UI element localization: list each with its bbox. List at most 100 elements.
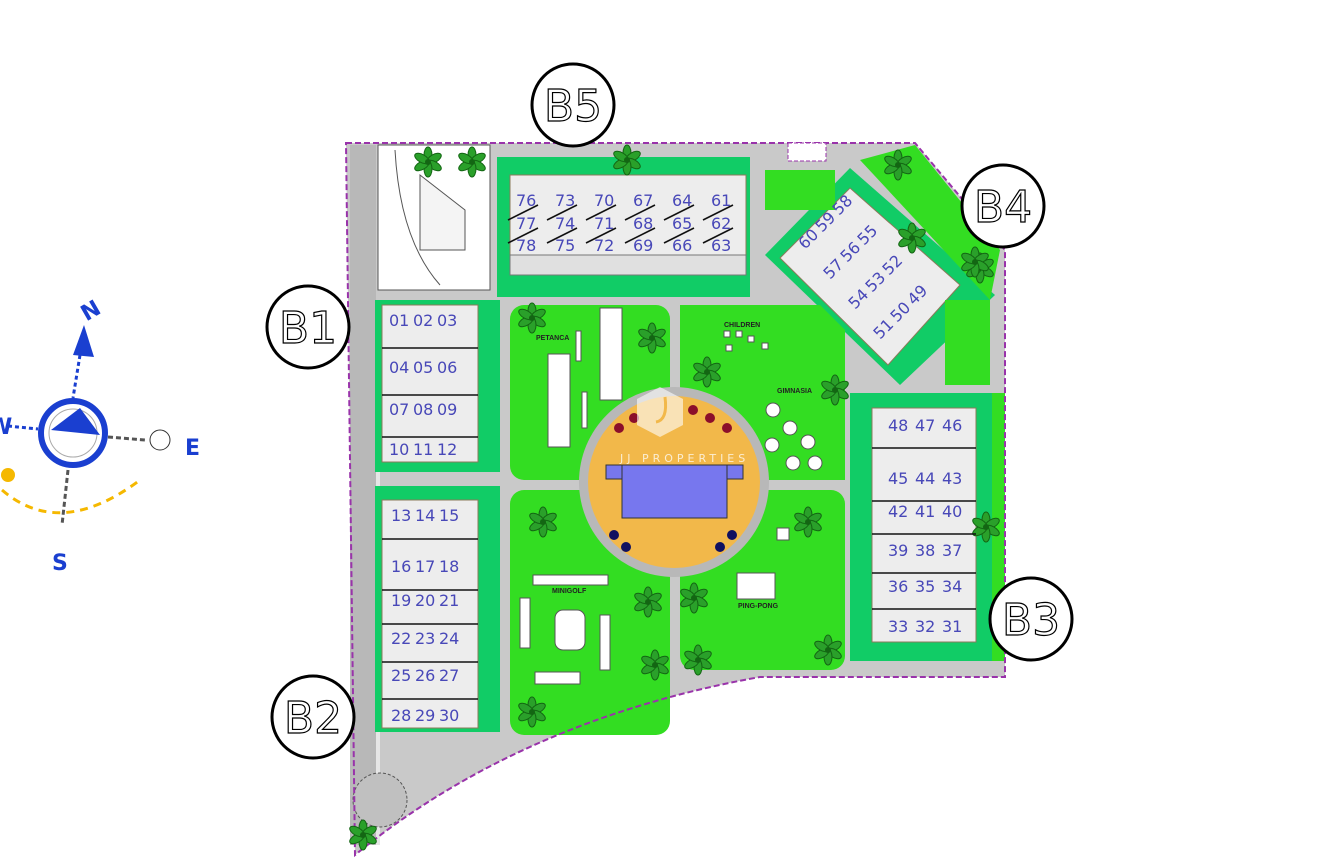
- entrance-marker: [787, 142, 827, 162]
- pool-area: [579, 387, 769, 577]
- tree-icon: [814, 634, 842, 666]
- unit-number[interactable]: 38: [915, 541, 935, 560]
- unit-number[interactable]: 74: [555, 214, 575, 233]
- unit-number[interactable]: 42: [888, 502, 908, 521]
- unit-number[interactable]: 66: [672, 236, 692, 255]
- unit-number[interactable]: 26: [415, 666, 435, 685]
- block-b3-label-text: B3: [1002, 595, 1060, 646]
- unit-number[interactable]: 69: [633, 236, 653, 255]
- unit-number[interactable]: 03: [437, 311, 457, 330]
- unit-number[interactable]: 04: [389, 358, 409, 377]
- unit-number[interactable]: 29: [415, 706, 435, 725]
- unit-number[interactable]: 73: [555, 191, 575, 210]
- unit-number[interactable]: 75: [555, 236, 575, 255]
- unit-number[interactable]: 39: [888, 541, 908, 560]
- unit-number[interactable]: 23: [415, 629, 435, 648]
- unit-number[interactable]: 37: [942, 541, 962, 560]
- tree-icon: [680, 582, 708, 614]
- tree-icon: [794, 506, 822, 538]
- compass-south: S: [52, 551, 68, 576]
- compass-west: W: [0, 415, 12, 440]
- block-label-b4: B4: [960, 163, 1046, 249]
- unit-number[interactable]: 05: [413, 358, 433, 377]
- unit-number[interactable]: 18: [439, 557, 459, 576]
- unit-number[interactable]: 44: [915, 469, 935, 488]
- tree-icon: [821, 374, 849, 406]
- unit-number[interactable]: 07: [389, 400, 409, 419]
- unit-number[interactable]: 28: [391, 706, 411, 725]
- unit-number[interactable]: 36: [888, 577, 908, 596]
- unit-number[interactable]: 62: [711, 214, 731, 233]
- unit-number[interactable]: 30: [439, 706, 459, 725]
- block-b5-area: [497, 157, 750, 297]
- unit-number[interactable]: 41: [915, 502, 935, 521]
- unit-number[interactable]: 68: [633, 214, 653, 233]
- compass-north: N: [77, 296, 105, 327]
- unit-number[interactable]: 11: [413, 440, 433, 459]
- block-label-b2: B2: [270, 674, 356, 760]
- unit-number[interactable]: 71: [594, 214, 614, 233]
- unit-number[interactable]: 20: [415, 591, 435, 610]
- unit-number[interactable]: 01: [389, 311, 409, 330]
- sun-icon: [1, 468, 15, 482]
- unit-number[interactable]: 33: [888, 617, 908, 636]
- unit-number[interactable]: 45: [888, 469, 908, 488]
- tree-icon: [458, 146, 486, 178]
- unit-number[interactable]: 21: [439, 591, 459, 610]
- unit-number[interactable]: 47: [915, 416, 935, 435]
- label-children: CHILDREN: [724, 322, 760, 329]
- unit-number[interactable]: 08: [413, 400, 433, 419]
- unit-number[interactable]: 40: [942, 502, 962, 521]
- unit-number[interactable]: 22: [391, 629, 411, 648]
- watermark-logo: [637, 387, 683, 437]
- unit-number[interactable]: 12: [437, 440, 457, 459]
- unit-number[interactable]: 10: [389, 440, 409, 459]
- unit-number[interactable]: 13: [391, 506, 411, 525]
- unit-number[interactable]: 64: [672, 191, 692, 210]
- unit-number[interactable]: 34: [942, 577, 962, 596]
- unit-divider: [546, 227, 578, 244]
- unit-number[interactable]: 63: [711, 236, 731, 255]
- tree-icon: [693, 356, 721, 388]
- unit-number[interactable]: 27: [439, 666, 459, 685]
- unit-number[interactable]: 14: [415, 506, 435, 525]
- tree-icon: [349, 819, 377, 851]
- tree-icon: [641, 649, 669, 681]
- label-petanca: PETANCA: [536, 335, 569, 342]
- unit-divider: [663, 227, 695, 244]
- unit-number[interactable]: 24: [439, 629, 459, 648]
- unit-number[interactable]: 06: [437, 358, 457, 377]
- unit-divider: [624, 227, 656, 244]
- unit-number[interactable]: 76: [516, 191, 536, 210]
- unit-number[interactable]: 17: [415, 557, 435, 576]
- unit-divider: [507, 227, 539, 244]
- unit-number[interactable]: 15: [439, 506, 459, 525]
- unit-number[interactable]: 46: [942, 416, 962, 435]
- unit-number[interactable]: 31: [942, 617, 962, 636]
- unit-divider: [624, 204, 656, 221]
- unit-number[interactable]: 78: [516, 236, 536, 255]
- unit-number[interactable]: 72: [594, 236, 614, 255]
- unit-number[interactable]: 09: [437, 400, 457, 419]
- unit-number[interactable]: 35: [915, 577, 935, 596]
- unit-number[interactable]: 48: [888, 416, 908, 435]
- unit-number[interactable]: 25: [391, 666, 411, 685]
- unit-number[interactable]: 16: [391, 557, 411, 576]
- unit-number[interactable]: 67: [633, 191, 653, 210]
- block-label-b1: B1: [265, 284, 351, 370]
- unit-number[interactable]: 70: [594, 191, 614, 210]
- unit-number[interactable]: 77: [516, 214, 536, 233]
- block-label-b5: B5: [530, 62, 616, 148]
- unit-number[interactable]: 61: [711, 191, 731, 210]
- unit-number[interactable]: 65: [672, 214, 692, 233]
- unit-number[interactable]: 02: [413, 311, 433, 330]
- watermark-text: JJ PROPERTIES: [619, 452, 749, 465]
- tree-icon: [634, 586, 662, 618]
- compass-rose: N S E W: [0, 296, 200, 576]
- unit-number[interactable]: 19: [391, 591, 411, 610]
- unit-number[interactable]: 32: [915, 617, 935, 636]
- unit-number[interactable]: 43: [942, 469, 962, 488]
- unit-divider: [585, 227, 617, 244]
- block-b1-label-text: B1: [279, 303, 337, 354]
